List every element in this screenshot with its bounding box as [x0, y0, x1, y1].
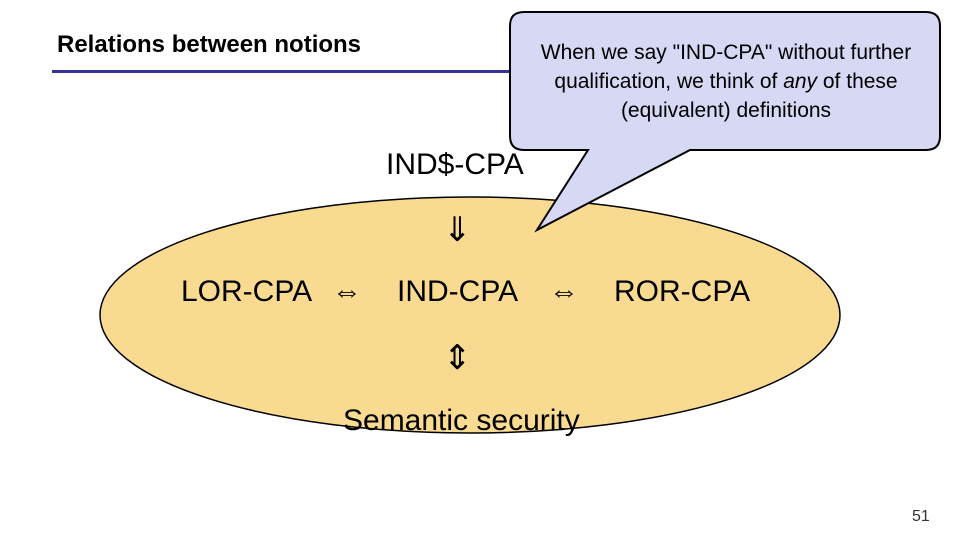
callout-bubble — [509, 11, 941, 233]
equivalence-arrow-right: ⇔ — [549, 275, 579, 308]
ind-dollar-cpa-label: IND$-CPA — [386, 148, 524, 181]
lor-cpa-label: LOR-CPA — [181, 275, 313, 308]
semantic-security-label: Semantic security — [343, 404, 580, 437]
implies-arrow: ⇓ — [443, 211, 472, 249]
equivalence-arrow-vertical: ⇕ — [443, 339, 472, 377]
callout-text-emphasis: any — [783, 70, 818, 93]
page-number: 51 — [912, 508, 930, 525]
callout-text-end: of these (equivalent) definitions — [620, 70, 898, 122]
ind-cpa-label: IND-CPA — [397, 275, 519, 308]
equivalence-arrow-left: ⇔ — [332, 275, 362, 308]
callout-text-start: When we say "IND-CPA" without further qu… — [540, 41, 912, 93]
notions-ellipse — [99, 196, 841, 434]
callout-text: When we say "IND-CPA" without further qu… — [516, 38, 936, 125]
slide-title: Relations between notions — [57, 31, 362, 58]
title-underline — [52, 70, 522, 73]
ror-cpa-label: ROR-CPA — [614, 275, 751, 308]
